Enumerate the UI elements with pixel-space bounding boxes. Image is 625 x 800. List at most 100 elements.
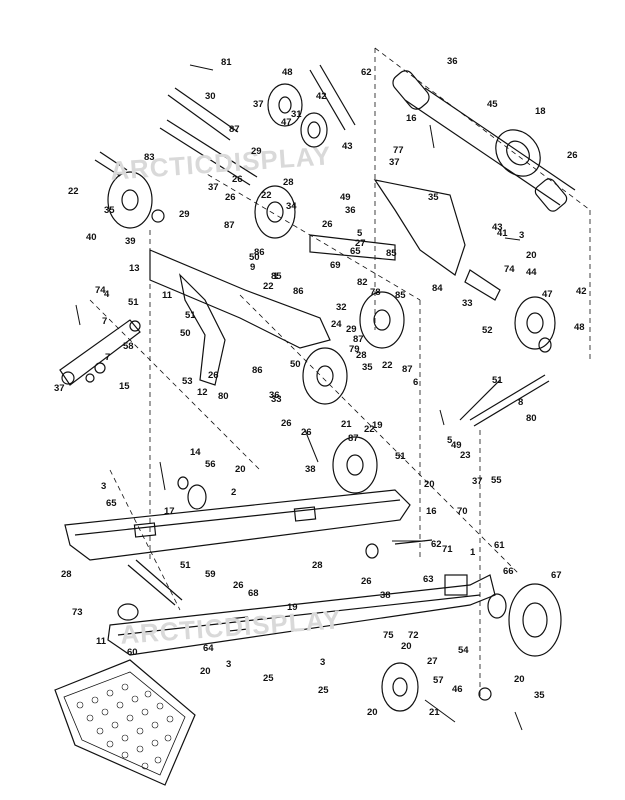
callout-label: 65 — [350, 246, 361, 257]
right-slide-rail — [64, 489, 411, 561]
bolts — [75, 64, 523, 731]
callout-label: 26 — [232, 174, 243, 185]
callout-label: 67 — [551, 570, 562, 581]
callout-label: 28 — [61, 569, 72, 580]
callout-label: 65 — [106, 498, 117, 509]
callout-label: 51 — [128, 297, 139, 308]
callout-label: 7 — [102, 316, 108, 327]
callout-label: 29 — [179, 209, 190, 220]
callout-label: 21 — [429, 707, 440, 718]
callout-label: 37 — [208, 182, 219, 193]
callout-label: 58 — [123, 341, 134, 352]
callout-label: 22 — [382, 360, 393, 371]
shock-absorber — [179, 273, 226, 386]
callout-label: 20 — [200, 666, 211, 677]
callout-label: 86 — [254, 247, 265, 258]
callout-label: 66 — [503, 566, 514, 577]
callout-label: 48 — [574, 322, 585, 333]
callout-label: 42 — [316, 91, 327, 102]
callout-label: 72 — [408, 630, 419, 641]
callout-label: 50 — [180, 328, 191, 339]
callout-label: 77 — [393, 145, 404, 156]
callout-label: 78 — [370, 287, 381, 298]
callout-label: 74 — [95, 285, 106, 296]
callout-label: 6 — [413, 377, 419, 388]
callout-label: 27 — [427, 656, 438, 667]
callout-label: 33 — [271, 394, 282, 405]
callout-label: 51 — [180, 560, 191, 571]
callout-label: 38 — [305, 464, 316, 475]
callout-label: 71 — [442, 544, 453, 555]
callout-label: 11 — [96, 636, 107, 647]
callout-label: 37 — [472, 476, 483, 487]
callout-label: 85 — [271, 271, 282, 282]
assembly-guide-lines — [89, 47, 591, 700]
callout-label: 69 — [330, 260, 341, 271]
callout-label: 85 — [386, 248, 397, 259]
callout-label: 26 — [233, 580, 244, 591]
callout-label: 48 — [282, 67, 293, 78]
callout-label: 25 — [263, 673, 274, 684]
callout-label: 51 — [395, 451, 406, 462]
callout-label: 86 — [293, 286, 304, 297]
callout-label: 56 — [205, 459, 216, 470]
callout-label: 60 — [127, 647, 138, 658]
callout-label: 20 — [514, 674, 525, 685]
callout-label: 4 — [104, 289, 110, 300]
callout-label: 50 — [290, 359, 301, 370]
callout-label: 54 — [458, 645, 469, 656]
lower-rear-wheel — [381, 583, 562, 712]
callout-label: 42 — [576, 286, 587, 297]
callout-label: 39 — [125, 236, 136, 247]
callout-label: 74 — [504, 264, 515, 275]
callout-label: 85 — [395, 290, 406, 301]
callout-label: 84 — [432, 283, 443, 294]
callout-label: 30 — [205, 91, 216, 102]
callout-label: 7 — [105, 352, 111, 363]
callout-label: 49 — [340, 192, 351, 203]
callout-label: 8 — [518, 397, 524, 408]
callout-label: 51 — [185, 310, 196, 321]
callout-label: 43 — [492, 222, 503, 233]
callout-label: 1 — [470, 547, 476, 558]
callout-label: 47 — [281, 117, 292, 128]
callout-label: 37 — [253, 99, 264, 110]
callout-label: 22 — [261, 190, 272, 201]
callout-label: 24 — [331, 319, 342, 330]
callout-label: 16 — [426, 506, 437, 517]
rear-arm — [309, 179, 501, 301]
callout-label: 29 — [251, 146, 262, 157]
callout-label: 87 — [353, 334, 364, 345]
left-slide-rail — [107, 574, 496, 656]
callout-label: 70 — [457, 506, 468, 517]
callout-label: 36 — [447, 56, 458, 67]
washers-and-bushings — [85, 337, 552, 701]
callout-label: 32 — [336, 302, 347, 313]
callout-label: 44 — [526, 267, 537, 278]
callout-label: 80 — [526, 413, 537, 424]
callout-label: 36 — [269, 390, 280, 401]
callout-label: 53 — [182, 376, 193, 387]
callout-label: 35 — [428, 192, 439, 203]
callout-label: 47 — [542, 289, 553, 300]
callout-label: 38 — [380, 590, 391, 601]
right-idler-wheel — [469, 296, 556, 427]
center-idler-wheels — [254, 185, 405, 494]
callout-label: 82 — [357, 277, 368, 288]
callout-label: 35 — [362, 362, 373, 373]
callout-label: 17 — [164, 506, 175, 517]
rear-axle-assembly — [392, 70, 576, 212]
callout-label: 81 — [221, 57, 232, 68]
callout-label: 27 — [355, 238, 366, 249]
callout-label: 2 — [231, 487, 237, 498]
callout-label: 26 — [281, 418, 292, 429]
callout-label: 26 — [301, 427, 312, 438]
callout-label: 35 — [104, 205, 115, 216]
callout-label: 79 — [349, 344, 360, 355]
front-arm — [59, 249, 331, 386]
callout-label: 75 — [383, 630, 394, 641]
callout-label: 37 — [389, 157, 400, 168]
callout-label: 50 — [249, 252, 260, 263]
callout-label: 20 — [235, 464, 246, 475]
callout-label: 73 — [72, 607, 83, 618]
